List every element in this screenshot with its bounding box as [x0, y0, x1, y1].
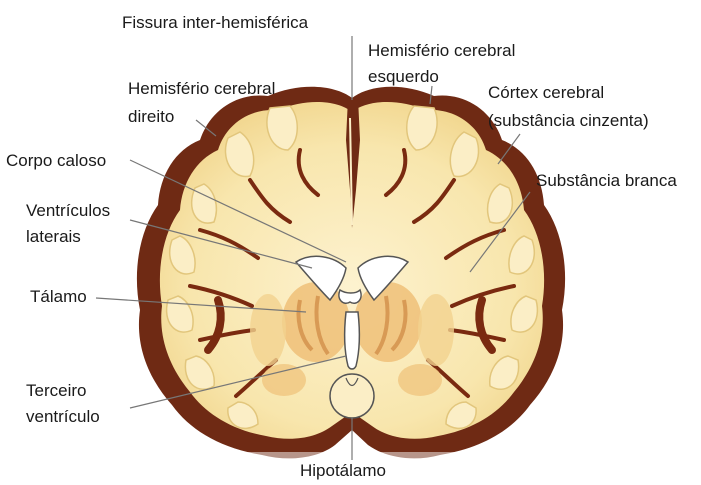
label-terceiro-ventriculo-line1: Terceiro — [26, 380, 86, 402]
label-ventriculos-line1: Ventrículos — [26, 200, 110, 222]
label-cortex-line1: Córtex cerebral — [488, 82, 604, 104]
label-hemisferio-direito-line1: Hemisfério cerebral — [128, 78, 275, 100]
label-corpo-caloso: Corpo caloso — [6, 150, 106, 172]
label-talamo: Tálamo — [30, 286, 87, 308]
label-hemisferio-direito-line2: direito — [128, 106, 174, 128]
label-hemisferio-esquerdo-line1: Hemisfério cerebral — [368, 40, 515, 62]
label-hipotalamo: Hipotálamo — [300, 460, 386, 482]
label-hemisferio-esquerdo-line2: esquerdo — [368, 66, 439, 88]
label-terceiro-ventriculo-line2: ventrículo — [26, 406, 100, 428]
label-cortex-line2: (substância cinzenta) — [488, 110, 649, 132]
label-ventriculos-line2: laterais — [26, 226, 81, 248]
hypothalamus — [330, 374, 374, 418]
label-substancia-branca: Substância branca — [536, 170, 677, 192]
label-fissura-inter-hemisferica: Fissura inter-hemisférica — [122, 12, 308, 34]
